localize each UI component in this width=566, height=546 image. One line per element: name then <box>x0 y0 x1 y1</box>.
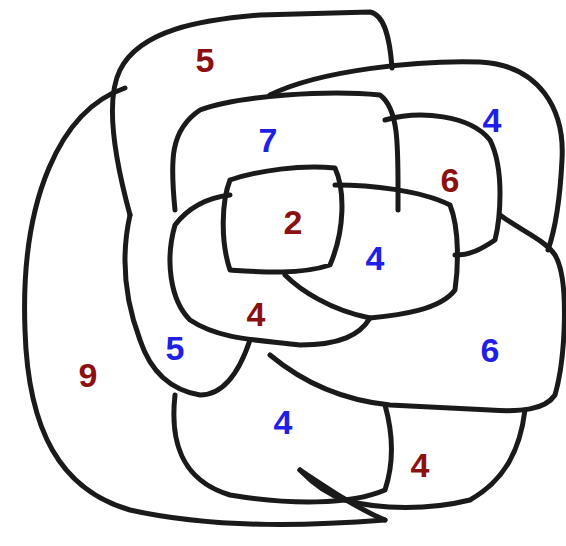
region-number: 4 <box>247 297 266 331</box>
region-number: 9 <box>79 358 98 392</box>
region-number: 4 <box>483 103 502 137</box>
region-number: 5 <box>166 331 185 365</box>
region-number: 4 <box>274 405 293 439</box>
region-number: 6 <box>481 333 500 367</box>
region-number: 6 <box>441 163 460 197</box>
region-number: 5 <box>196 43 215 77</box>
region-number: 4 <box>411 448 430 482</box>
region-number: 7 <box>259 123 278 157</box>
region-number: 2 <box>284 205 303 239</box>
region-number: 4 <box>366 241 385 275</box>
